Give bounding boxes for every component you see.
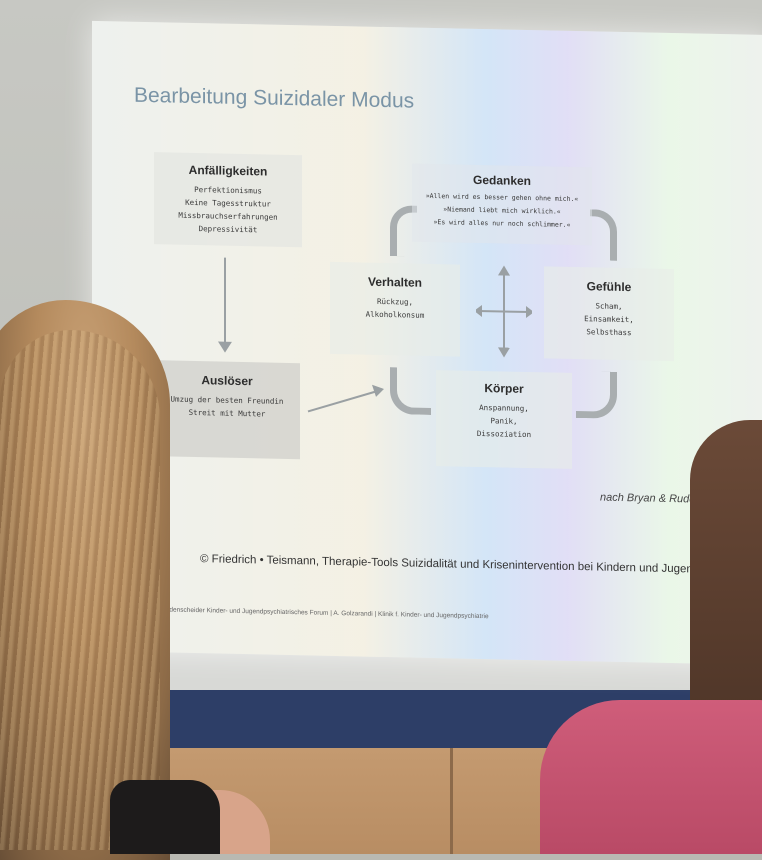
box-title: Auslöser [201, 373, 253, 389]
box-line: »Es wird alles nur noch schlimmer.« [433, 218, 571, 229]
arrow-down-line [224, 257, 226, 348]
cycle-bracket-top-right [590, 209, 617, 261]
box-line: Depressivität [198, 224, 258, 235]
box-line: Dissoziation [476, 428, 532, 440]
cycle-bracket-bottom-left [390, 367, 431, 415]
audience-person-left-hair-strands [0, 330, 160, 850]
cycle-bracket-bottom-right [576, 371, 617, 419]
box-line: Alkoholkonsum [365, 309, 425, 320]
audience-person-right-shirt [540, 700, 762, 854]
box-line: Selbsthass [586, 327, 632, 338]
copyright-line: © Friedrich • Teismann, Therapie-Tools S… [200, 553, 762, 577]
projected-slide: Bearbeitung Suizidaler Modus Anfälligkei… [92, 20, 762, 666]
box-title: Anfälligkeiten [188, 162, 268, 179]
box-title: Gedanken [472, 172, 532, 189]
box-ausloeser: Auslöser Umzug der besten Freundin Strei… [154, 360, 300, 460]
arrow-right-icon [307, 384, 384, 413]
slide-title: Bearbeitung Suizidaler Modus [134, 83, 415, 113]
box-verhalten: Verhalten Rückzug, Alkoholkonsum [330, 261, 460, 357]
audience-person-left-shirt [110, 780, 220, 854]
box-title: Gefühle [586, 279, 632, 295]
wood-seam [450, 748, 453, 854]
box-title: Verhalten [367, 274, 423, 290]
four-way-arrow-icon [476, 265, 532, 358]
box-gefuehle: Gefühle Scham, Einsamkeit, Selbsthass [544, 266, 674, 362]
box-koerper: Körper Anspannung, Panik, Dissoziation [436, 370, 572, 469]
box-title: Körper [484, 381, 524, 396]
box-gedanken: Gedanken »Allen wird es besser gehen ohn… [412, 163, 592, 246]
arrow-down-head-icon [218, 341, 232, 353]
box-anfaelligkeiten: Anfälligkeiten Perfektionismus Keine Tag… [154, 152, 302, 248]
slide-footer: 25. V. Lüdenscheider Kinder- und Jugendp… [144, 605, 489, 621]
audience-person-left-hair [0, 300, 170, 860]
